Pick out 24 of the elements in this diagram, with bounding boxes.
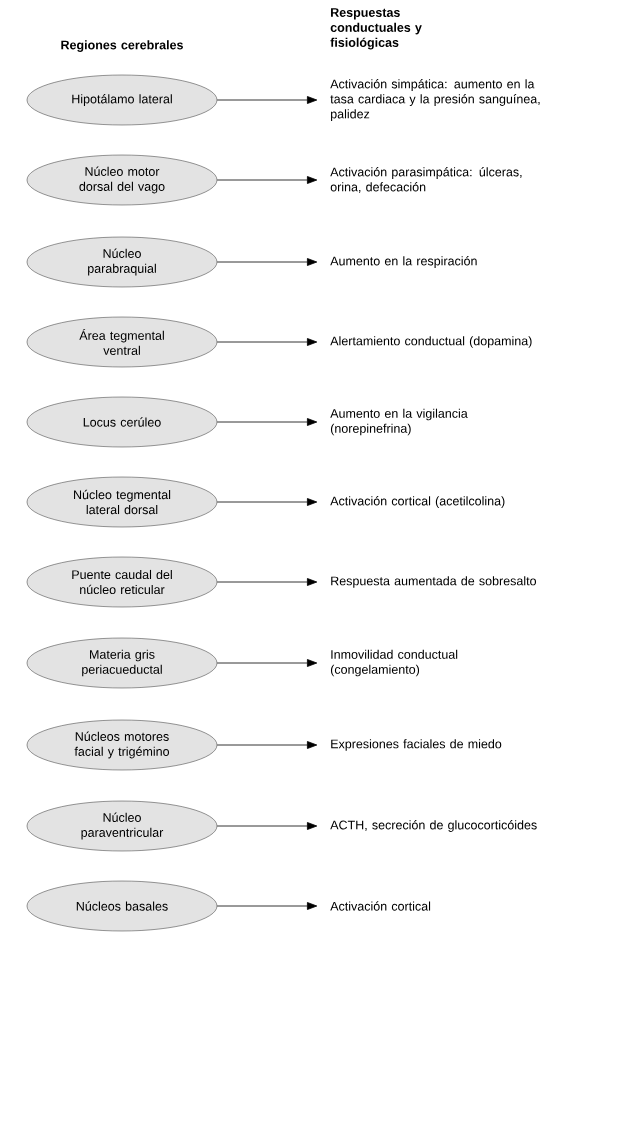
- response-text: Aumento en la respiración: [330, 256, 477, 268]
- response-text: Activación simpática: aumento en la tasa cardiaca y la presión sanguínea, palidez: [330, 79, 540, 121]
- response-text: Activación parasimpática: úlceras, orina, defecación: [330, 167, 522, 193]
- column-heading: Respuestas conductuales y fisiológicas: [330, 8, 422, 50]
- arrow: [216, 176, 318, 184]
- arrow: [216, 659, 318, 667]
- response-text: Respuesta aumentada de sobresalto: [331, 576, 536, 588]
- arrow: [216, 741, 318, 749]
- response-text: Aumento en la vigilancia (norepinefrina): [330, 408, 468, 436]
- arrow: [216, 418, 318, 426]
- arrow: [216, 498, 318, 506]
- response-text: Activación cortical (acetilcolina): [330, 496, 505, 508]
- response-text: Inmovilidad conductual (congelamiento): [330, 649, 458, 677]
- column-heading: Regiones cerebrales: [61, 40, 183, 52]
- arrow: [216, 578, 318, 586]
- arrow: [216, 822, 318, 830]
- arrow: [216, 902, 318, 910]
- response-text: Activación cortical: [330, 901, 431, 911]
- arrow: [216, 96, 318, 104]
- response-text: Expresiones faciales de miedo: [331, 739, 502, 751]
- arrow: [216, 258, 318, 266]
- arrow: [216, 338, 318, 346]
- response-text: ACTH, secreción de glucocorticóides: [330, 820, 537, 832]
- response-text: Alertamiento conductual (dopamina): [330, 336, 532, 348]
